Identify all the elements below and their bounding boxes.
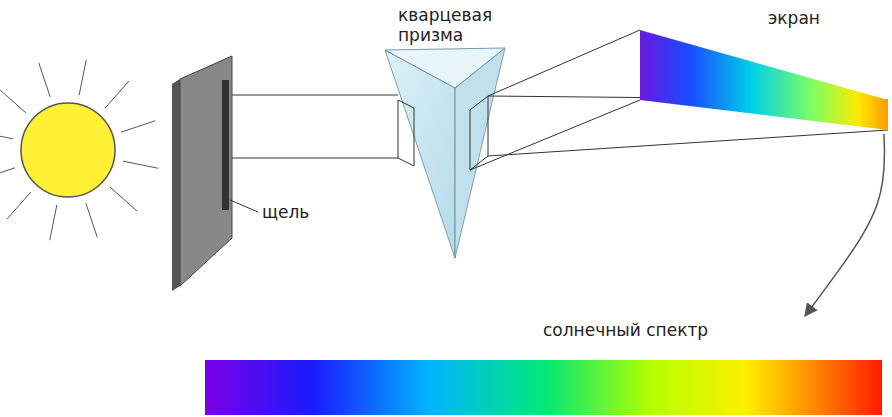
slit-label: щель: [262, 203, 342, 223]
slit-plate: [180, 56, 232, 286]
screen: экран: [640, 6, 890, 134]
screen-label: экран: [768, 8, 820, 28]
slit: [222, 80, 229, 210]
prism-label: кварцевая призма: [398, 6, 528, 45]
light-beam: [228, 95, 398, 158]
screen-shape: [640, 6, 890, 134]
leader-line: [230, 200, 258, 212]
spectrum-label: солнечный спектр: [543, 320, 708, 340]
sun: [21, 103, 115, 197]
plate-edge: [172, 79, 180, 291]
quartz-prism: [385, 48, 505, 258]
spectrum-bar: солнечный спектр: [205, 318, 882, 415]
sun-rays: [0, 60, 158, 240]
dispersed-beams: [470, 30, 888, 170]
connector-arrow: [805, 134, 885, 316]
